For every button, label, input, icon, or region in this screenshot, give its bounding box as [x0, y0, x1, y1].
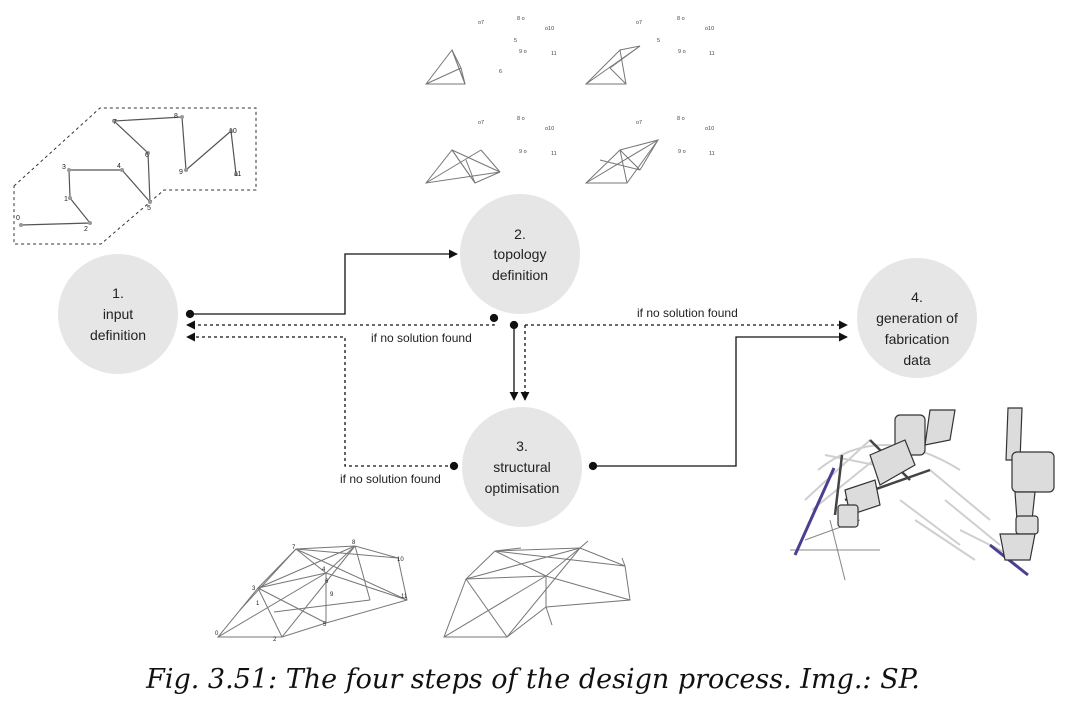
- svg-text:6: 6: [499, 69, 502, 75]
- mesh-label: 7: [292, 545, 296, 551]
- step-number: 2.: [514, 226, 526, 242]
- input-label: 0: [16, 215, 20, 222]
- mesh-label: 6: [325, 579, 329, 585]
- input-region-outline: [13, 107, 257, 245]
- step-label: optimisation: [485, 480, 560, 496]
- step-label: input: [103, 306, 133, 322]
- mesh-labels: 0 1 2 3 4 5 6 7 8 9 10 11: [215, 540, 408, 643]
- mesh-label: 11: [401, 594, 408, 600]
- step-number: 1.: [112, 285, 124, 301]
- topology-variant: [424, 149, 501, 184]
- svg-text:8 o: 8 o: [677, 16, 685, 22]
- input-label: 1: [64, 196, 68, 203]
- svg-text:o7: o7: [478, 120, 484, 126]
- arrow-topology-to-input: [186, 318, 495, 330]
- step-label: topology: [494, 246, 547, 262]
- topology-variant: [584, 45, 641, 85]
- input-label: 8: [174, 113, 178, 120]
- mesh-label: 1: [256, 601, 260, 607]
- step-number: 4.: [911, 289, 923, 305]
- step-number: 3.: [516, 438, 528, 454]
- input-label: 7: [113, 119, 117, 126]
- input-label: 11: [234, 171, 241, 178]
- svg-text:8 o: 8 o: [517, 116, 525, 122]
- svg-text:o7: o7: [636, 120, 642, 126]
- step-label: structural: [493, 459, 551, 475]
- input-label: 6: [145, 152, 149, 159]
- arrow-input-to-topology: [190, 249, 458, 315]
- arrow-optimisation-to-fabrication: [593, 332, 848, 467]
- svg-text:9 o: 9 o: [519, 149, 527, 155]
- svg-text:o10: o10: [705, 126, 714, 132]
- svg-text:5: 5: [514, 38, 517, 44]
- step-label: definition: [492, 267, 548, 283]
- svg-text:8 o: 8 o: [517, 16, 525, 22]
- svg-text:11: 11: [551, 151, 557, 157]
- svg-text:8 o: 8 o: [677, 116, 685, 122]
- svg-text:o7: o7: [636, 20, 642, 26]
- step-circle: [460, 194, 580, 314]
- mesh-label: 5: [323, 622, 327, 628]
- step-label: fabrication: [885, 331, 950, 347]
- step-structural-optimisation: 3. structural optimisation: [462, 407, 582, 527]
- topology-variants: [424, 45, 660, 184]
- input-label: 5: [147, 205, 151, 212]
- step-circle: [58, 254, 178, 374]
- step-input-definition: 1. input definition: [58, 254, 178, 374]
- input-polyline: [20, 116, 237, 226]
- robot-fabrication-illustration: [790, 407, 1055, 581]
- svg-text:9 o: 9 o: [678, 149, 686, 155]
- figure-caption: Fig. 3.51: The four steps of the design …: [146, 664, 920, 695]
- svg-text:9 o: 9 o: [519, 49, 527, 55]
- robot-arm-left: [837, 409, 956, 528]
- svg-text:o10: o10: [545, 126, 554, 132]
- loop-label: if no solution found: [637, 306, 738, 320]
- input-label: 9: [179, 169, 183, 176]
- mesh-label: 10: [397, 557, 404, 563]
- optimised-structure-a: [216, 545, 408, 638]
- topology-variant: [424, 48, 466, 85]
- loop-label: if no solution found: [371, 331, 472, 345]
- svg-text:11: 11: [709, 151, 715, 157]
- input-sketch: 0 1 2 3 4 5 6 7 8 9 10 11: [13, 107, 257, 245]
- input-label: 10: [229, 128, 237, 135]
- input-label: 2: [84, 226, 88, 233]
- loop-label: if no solution found: [340, 472, 441, 486]
- step-label: definition: [90, 327, 146, 343]
- step-label: data: [903, 352, 930, 368]
- mesh-label: 2: [273, 637, 277, 643]
- robot-arm-right: [999, 407, 1055, 561]
- step-topology-definition: 2. topology definition: [460, 194, 580, 314]
- step-generation-of-fabrication-data: 4. generation of fabrication data: [857, 258, 977, 378]
- placed-bar: [793, 467, 836, 556]
- svg-text:o10: o10: [705, 26, 714, 32]
- topology-variant: [584, 139, 660, 184]
- svg-text:o10: o10: [545, 26, 554, 32]
- step-circle: [462, 407, 582, 527]
- connectors: [185, 249, 848, 471]
- svg-text:o7: o7: [478, 20, 484, 26]
- mesh-label: 9: [330, 592, 334, 598]
- mesh-label: 4: [322, 567, 326, 573]
- mesh-label: 3: [252, 586, 256, 592]
- svg-text:11: 11: [551, 51, 557, 57]
- optimised-structure-b: [443, 540, 631, 638]
- mesh-label: 0: [215, 631, 219, 637]
- mesh-label: 8: [352, 540, 356, 546]
- input-label: 3: [62, 164, 66, 171]
- input-label: 4: [117, 163, 121, 170]
- step-circle: [857, 258, 977, 378]
- svg-text:11: 11: [709, 51, 715, 57]
- step-label: generation of: [876, 310, 958, 326]
- svg-text:5: 5: [657, 38, 660, 44]
- arrow-optimisation-to-input: [186, 332, 454, 467]
- svg-text:9 o: 9 o: [678, 49, 686, 55]
